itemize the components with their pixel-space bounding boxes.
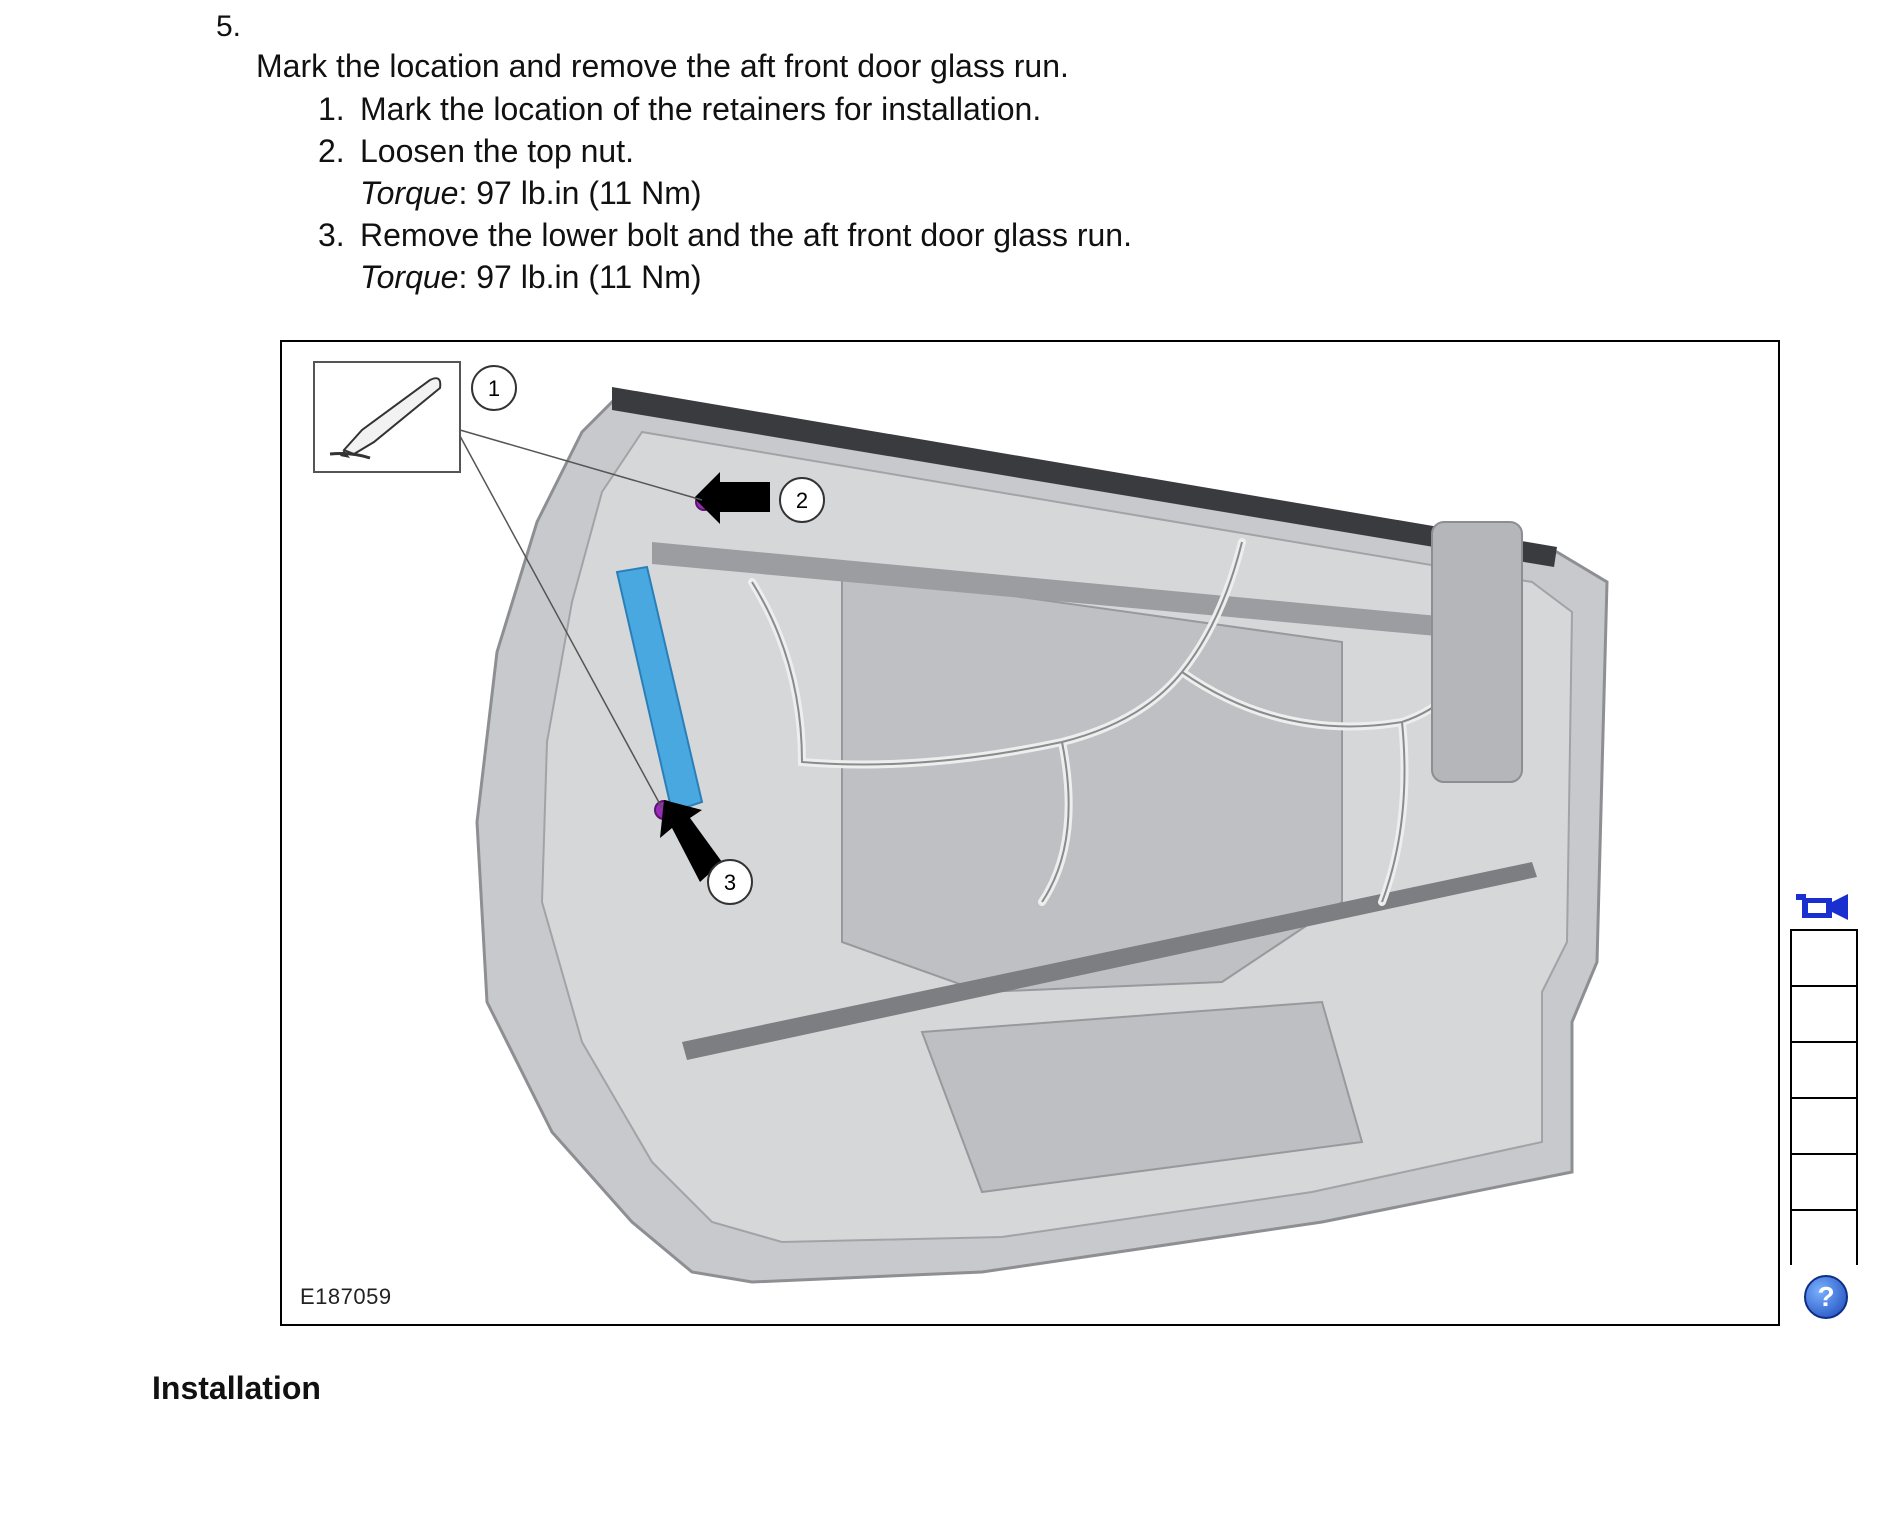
wiring-harness — [751, 541, 1483, 903]
tool-slot[interactable] — [1790, 1153, 1858, 1209]
leader-line — [459, 435, 663, 809]
torque-value: : 97 lb.in (11 Nm) — [458, 259, 702, 295]
substep-list: 1. Mark the location of the retainers for… — [318, 88, 1132, 298]
substep-1: 1. Mark the location of the retainers for… — [318, 88, 1132, 130]
svg-text:2: 2 — [796, 488, 808, 513]
torque-label: Torque — [360, 175, 459, 211]
substep-number: 1. — [318, 91, 345, 127]
inner-cutout — [841, 570, 1343, 994]
door-crossbar — [652, 542, 1502, 642]
window-seal — [612, 387, 1557, 567]
side-toolbar: ? — [1790, 890, 1858, 1319]
substep-text: Remove the lower bolt and the aft front … — [360, 217, 1132, 253]
substep-number: 3. — [318, 217, 345, 253]
callout-3: 3 — [707, 859, 753, 905]
door-illustration: 1 2 3 — [313, 361, 1609, 1284]
tool-slot[interactable] — [1790, 929, 1858, 985]
marker-pen-icon — [329, 377, 442, 460]
door-crossbar — [682, 862, 1537, 1060]
svg-text:3: 3 — [724, 870, 736, 895]
door-latch — [1431, 521, 1523, 783]
substep-3: 3. Remove the lower bolt and the aft fron… — [318, 214, 1132, 256]
torque-spec: Torque: 97 lb.in (11 Nm) — [318, 256, 1132, 298]
help-icon[interactable]: ? — [1804, 1275, 1848, 1319]
tool-slot[interactable] — [1790, 1041, 1858, 1097]
figure-id: E187059 — [300, 1284, 392, 1309]
torque-spec: Torque: 97 lb.in (11 Nm) — [318, 172, 1132, 214]
glass-run — [615, 565, 704, 814]
substep-text: Loosen the top nut. — [360, 133, 634, 169]
tool-slot[interactable] — [1790, 1209, 1858, 1265]
camera-icon[interactable] — [1796, 890, 1850, 924]
callout-1: 1 — [471, 365, 517, 411]
substep-text: Mark the location of the retainers for i… — [360, 91, 1042, 127]
torque-label: Torque — [360, 259, 459, 295]
arrow-icon — [694, 472, 770, 524]
step-instruction: Mark the location and remove the aft fro… — [256, 48, 1069, 84]
substep-number: 2. — [318, 133, 345, 169]
section-heading: Installation — [152, 1370, 321, 1406]
door-illustration-figure: 1 2 3 E187059 — [280, 340, 1780, 1326]
arrow-icon — [660, 800, 722, 882]
inner-cutout — [920, 1000, 1364, 1194]
step-number: 5. — [216, 10, 242, 43]
tool-slot[interactable] — [1790, 985, 1858, 1041]
substep-2: 2. Loosen the top nut. — [318, 130, 1132, 172]
leader-line — [459, 429, 703, 501]
svg-text:1: 1 — [488, 376, 500, 401]
callout-2: 2 — [779, 477, 825, 523]
torque-value: : 97 lb.in (11 Nm) — [458, 175, 702, 211]
tool-slot[interactable] — [1790, 1097, 1858, 1153]
